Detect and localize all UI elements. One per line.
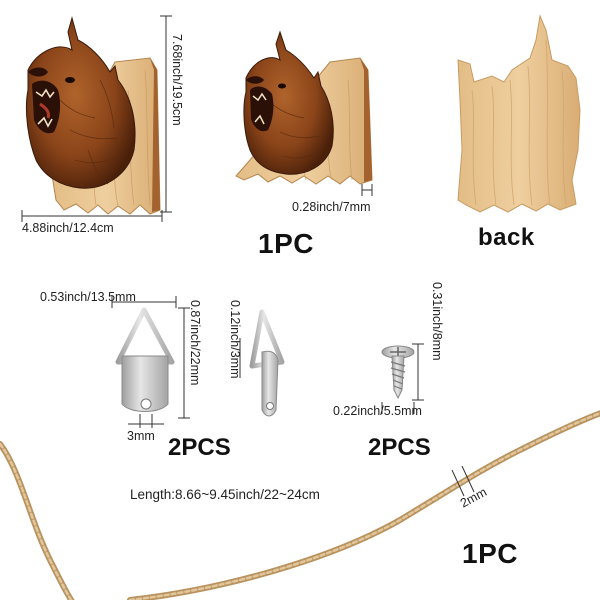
screw-quantity-label: 2PCS (368, 434, 431, 461)
hanger-hole-label: 3mm (127, 429, 155, 443)
hanger-width-label: 0.53inch/13.5mm (40, 290, 136, 304)
hanger-quantity-label: 2PCS (168, 434, 231, 461)
screw-diameter-label: 0.22inch/5.5mm (333, 404, 422, 418)
plaque-back-label: back (478, 224, 535, 251)
twine-quantity-label: 1PC (462, 538, 518, 569)
plaque-quantity-label: 1PC (258, 228, 314, 259)
plaque-width-label: 4.88inch/12.4cm (22, 221, 114, 235)
twine-length-label: Length:8.66~9.45inch/22~24cm (130, 487, 320, 502)
plaque-thickness-label: 0.28inch/7mm (292, 200, 371, 214)
